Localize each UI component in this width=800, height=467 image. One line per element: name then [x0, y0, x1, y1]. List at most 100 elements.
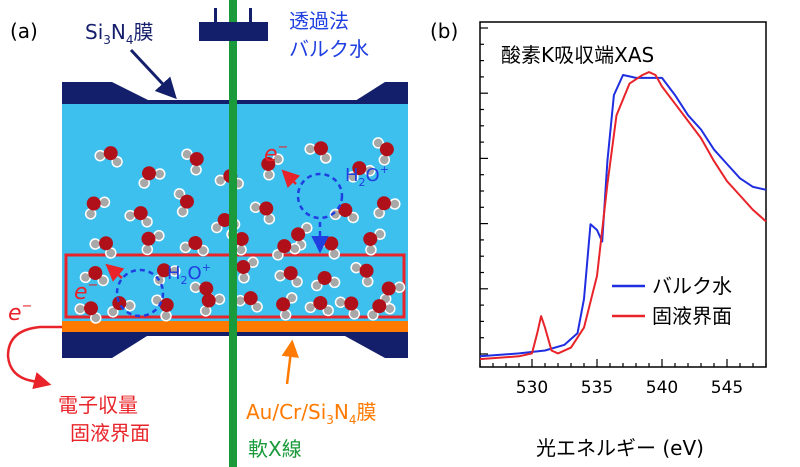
h2o-ion-bulk-label: H2O+ — [345, 163, 389, 189]
oxygen-atom — [199, 281, 214, 296]
water-molecule — [151, 294, 174, 322]
water-molecule — [276, 292, 298, 321]
h2o-ion-bulk-circle — [296, 172, 344, 220]
oxygen-atom — [201, 293, 216, 308]
hydrogen-atom — [328, 248, 341, 260]
oxygen-atom — [313, 296, 328, 311]
water-molecule — [363, 228, 386, 256]
water-molecule — [79, 266, 109, 287]
oxygen-atom — [99, 236, 113, 251]
x-tick-label: 545 — [711, 378, 743, 398]
electron-interface-label: e− — [74, 278, 98, 305]
hydrogen-atom — [334, 296, 347, 309]
hydrogen-atom — [74, 303, 86, 315]
oxygen-atom — [363, 232, 378, 246]
hydrogen-atom — [378, 154, 391, 166]
oxygen-atom — [86, 196, 101, 211]
water-molecule — [89, 236, 117, 259]
hydrogen-atom — [238, 272, 250, 284]
panel-b-label: (b) — [430, 19, 458, 43]
h2o-ion-interface-label: H2O+ — [167, 261, 211, 287]
water-molecule — [311, 271, 341, 292]
electron-bulk-label: e− — [264, 140, 288, 167]
oxygen-atom — [352, 161, 367, 176]
hydrogen-atom — [289, 242, 301, 255]
method-label-line2: バルク水 — [289, 37, 369, 61]
hydrogen-atom — [304, 143, 316, 155]
electron-current-wire — [6, 325, 62, 390]
hydrogen-atom — [367, 309, 379, 321]
xray-label: 軟X線 — [248, 437, 302, 461]
water-molecules — [74, 137, 406, 324]
electron-bulk-arrow — [281, 169, 301, 189]
hydrogen-atom — [372, 137, 384, 149]
hydrogen-atom — [213, 293, 226, 306]
oxygen-atom — [189, 152, 204, 166]
hydrogen-atom — [320, 152, 332, 164]
hydrogen-atom — [105, 247, 117, 259]
oxygen-atom — [372, 299, 387, 314]
oxygen-atom — [133, 206, 148, 221]
hydrogen-atom — [173, 188, 186, 200]
hydrogen-atom — [247, 256, 259, 268]
hydrogen-atom — [141, 243, 154, 256]
hydrogen-atom — [364, 164, 376, 177]
x-tick-label: 535 — [581, 378, 613, 398]
hydrogen-atom — [124, 299, 136, 312]
hydrogen-atom — [214, 174, 227, 187]
hydrogen-atom — [160, 310, 172, 322]
oxygen-atom — [283, 266, 298, 281]
hydrogen-atom — [272, 153, 284, 165]
hydrogen-atom — [374, 228, 386, 240]
water-molecule — [274, 266, 303, 288]
oxygen-atom — [377, 196, 391, 211]
water-molecule — [373, 196, 401, 219]
hydrogen-atom — [272, 249, 284, 261]
hydrogen-atom — [361, 275, 374, 288]
hydrogen-atom — [389, 198, 401, 210]
water-molecule — [347, 161, 376, 183]
hydrogen-atom — [199, 305, 212, 317]
legend-label: バルク水 — [652, 274, 732, 298]
si3n4-label: Si3N4膜 — [85, 20, 154, 47]
hydrogen-atom — [322, 304, 334, 317]
xray-source-pin-left — [214, 8, 217, 24]
xray-source-pin-right — [249, 8, 252, 24]
water-molecule — [350, 261, 374, 288]
oxygen-atom — [103, 146, 118, 161]
hydrogen-atom — [263, 169, 275, 181]
hydrogen-atom — [189, 281, 202, 294]
x-tick-label: 530 — [516, 378, 548, 398]
hydrogen-atom — [384, 302, 396, 315]
hydrogen-atom — [291, 276, 303, 288]
oxygen-atom — [276, 297, 291, 312]
oxygen-atom — [344, 296, 359, 311]
water-molecule — [179, 236, 209, 257]
hydrogen-atom — [301, 222, 313, 234]
series-line — [479, 74, 767, 358]
hydrogen-atom — [347, 211, 359, 224]
oxygen-atom — [243, 291, 258, 306]
hydrogen-atom — [89, 238, 101, 250]
oxygen-atom — [159, 298, 174, 312]
oxygen-atom — [142, 166, 156, 181]
legend-label: 固液界面 — [652, 304, 732, 328]
oxygen-atom — [179, 194, 194, 209]
water-molecule — [138, 166, 166, 189]
water-molecule — [272, 239, 301, 261]
hydrogen-atom — [279, 309, 292, 321]
oxygen-atom — [217, 213, 232, 228]
xray-source-block — [199, 22, 268, 41]
water-molecule — [329, 203, 359, 224]
water-molecule — [334, 296, 361, 320]
water-molecule — [199, 293, 226, 317]
water-molecule — [261, 153, 284, 181]
panel-a-label: (a) — [10, 19, 38, 43]
water-molecule — [236, 256, 259, 284]
electron-interface-arrow — [105, 263, 125, 282]
hydrogen-atom — [373, 207, 385, 219]
water-molecule — [367, 299, 396, 321]
